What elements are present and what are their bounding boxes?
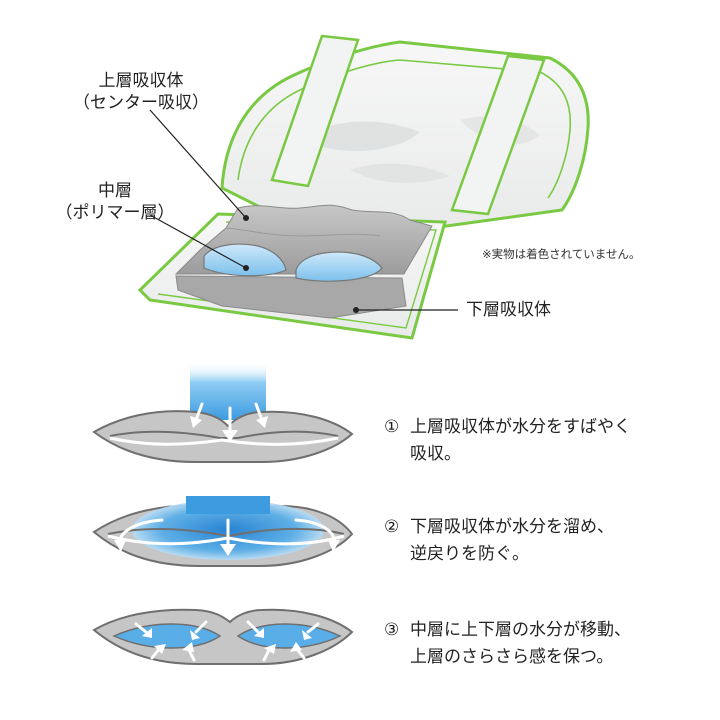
polymer-pocket-right bbox=[295, 251, 383, 282]
lower-layer-label: 下層吸収体 bbox=[466, 300, 551, 320]
step-2-number: ② bbox=[384, 517, 400, 537]
step-3-number: ③ bbox=[384, 620, 400, 640]
step-1-number: ① bbox=[384, 417, 400, 437]
upper-layer-label: 上層吸収体 （センター吸収） bbox=[73, 71, 209, 113]
coloring-note: ※実物は着色されていません。 bbox=[482, 247, 641, 261]
lower-absorbent-core bbox=[175, 275, 407, 319]
step-3-illustration bbox=[92, 608, 354, 665]
polymer-pocket-left bbox=[203, 243, 287, 277]
step-2-illustration bbox=[92, 496, 354, 567]
step-1-illustration bbox=[92, 362, 354, 463]
middle-layer-label: 中層 （ポリマー層） bbox=[55, 181, 175, 223]
